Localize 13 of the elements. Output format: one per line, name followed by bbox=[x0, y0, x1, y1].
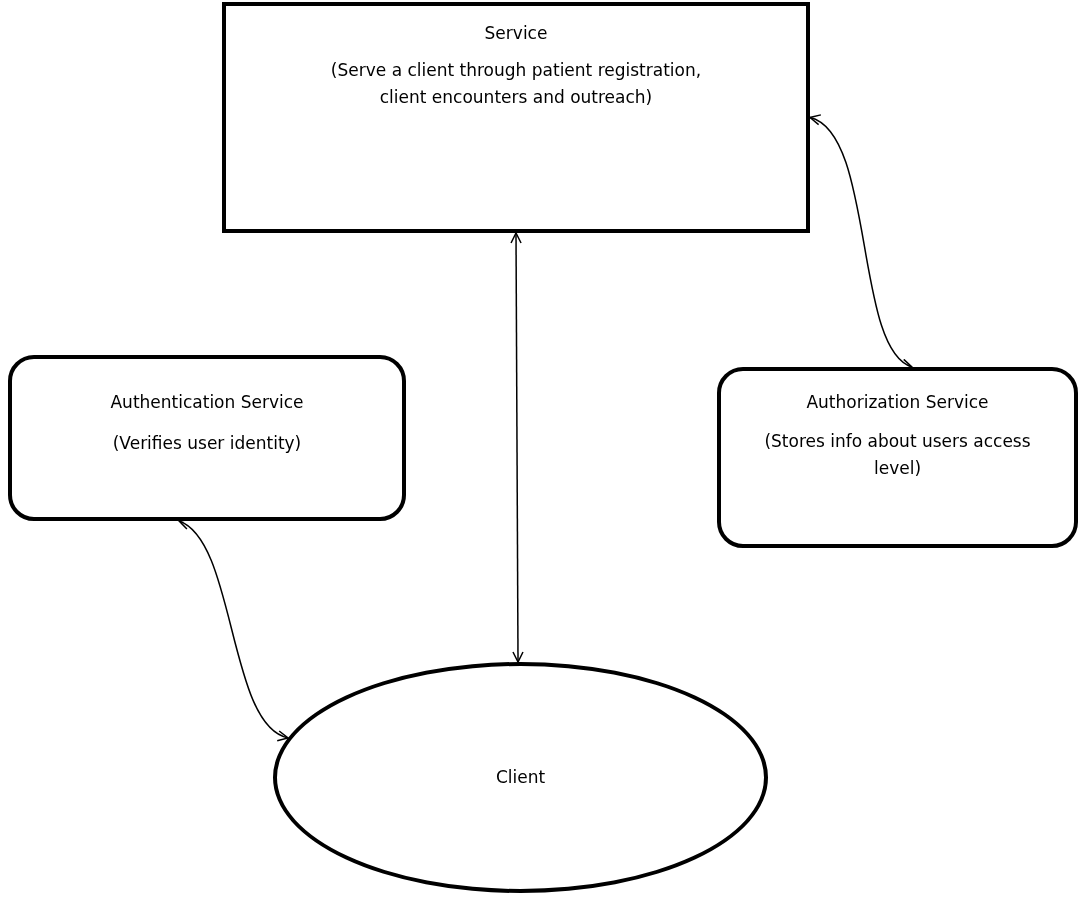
rounded-box bbox=[8, 355, 406, 521]
node-title: Client bbox=[495, 765, 546, 789]
node-title: Authentication Service bbox=[110, 391, 304, 414]
curved-arrow bbox=[178, 520, 289, 739]
node-description: (Verifies user identity) bbox=[112, 432, 302, 456]
node-description: (Stores info about users access level) bbox=[763, 430, 1032, 481]
arrow bbox=[510, 232, 524, 663]
node-description: (Serve a client through patient registration, client encounters and outreach) bbox=[329, 59, 703, 110]
rounded-box bbox=[717, 367, 1078, 548]
curved-arrow bbox=[809, 116, 913, 368]
process-box bbox=[222, 2, 810, 233]
node-title: Service bbox=[484, 22, 548, 45]
node-title: Authorization Service bbox=[806, 391, 989, 414]
